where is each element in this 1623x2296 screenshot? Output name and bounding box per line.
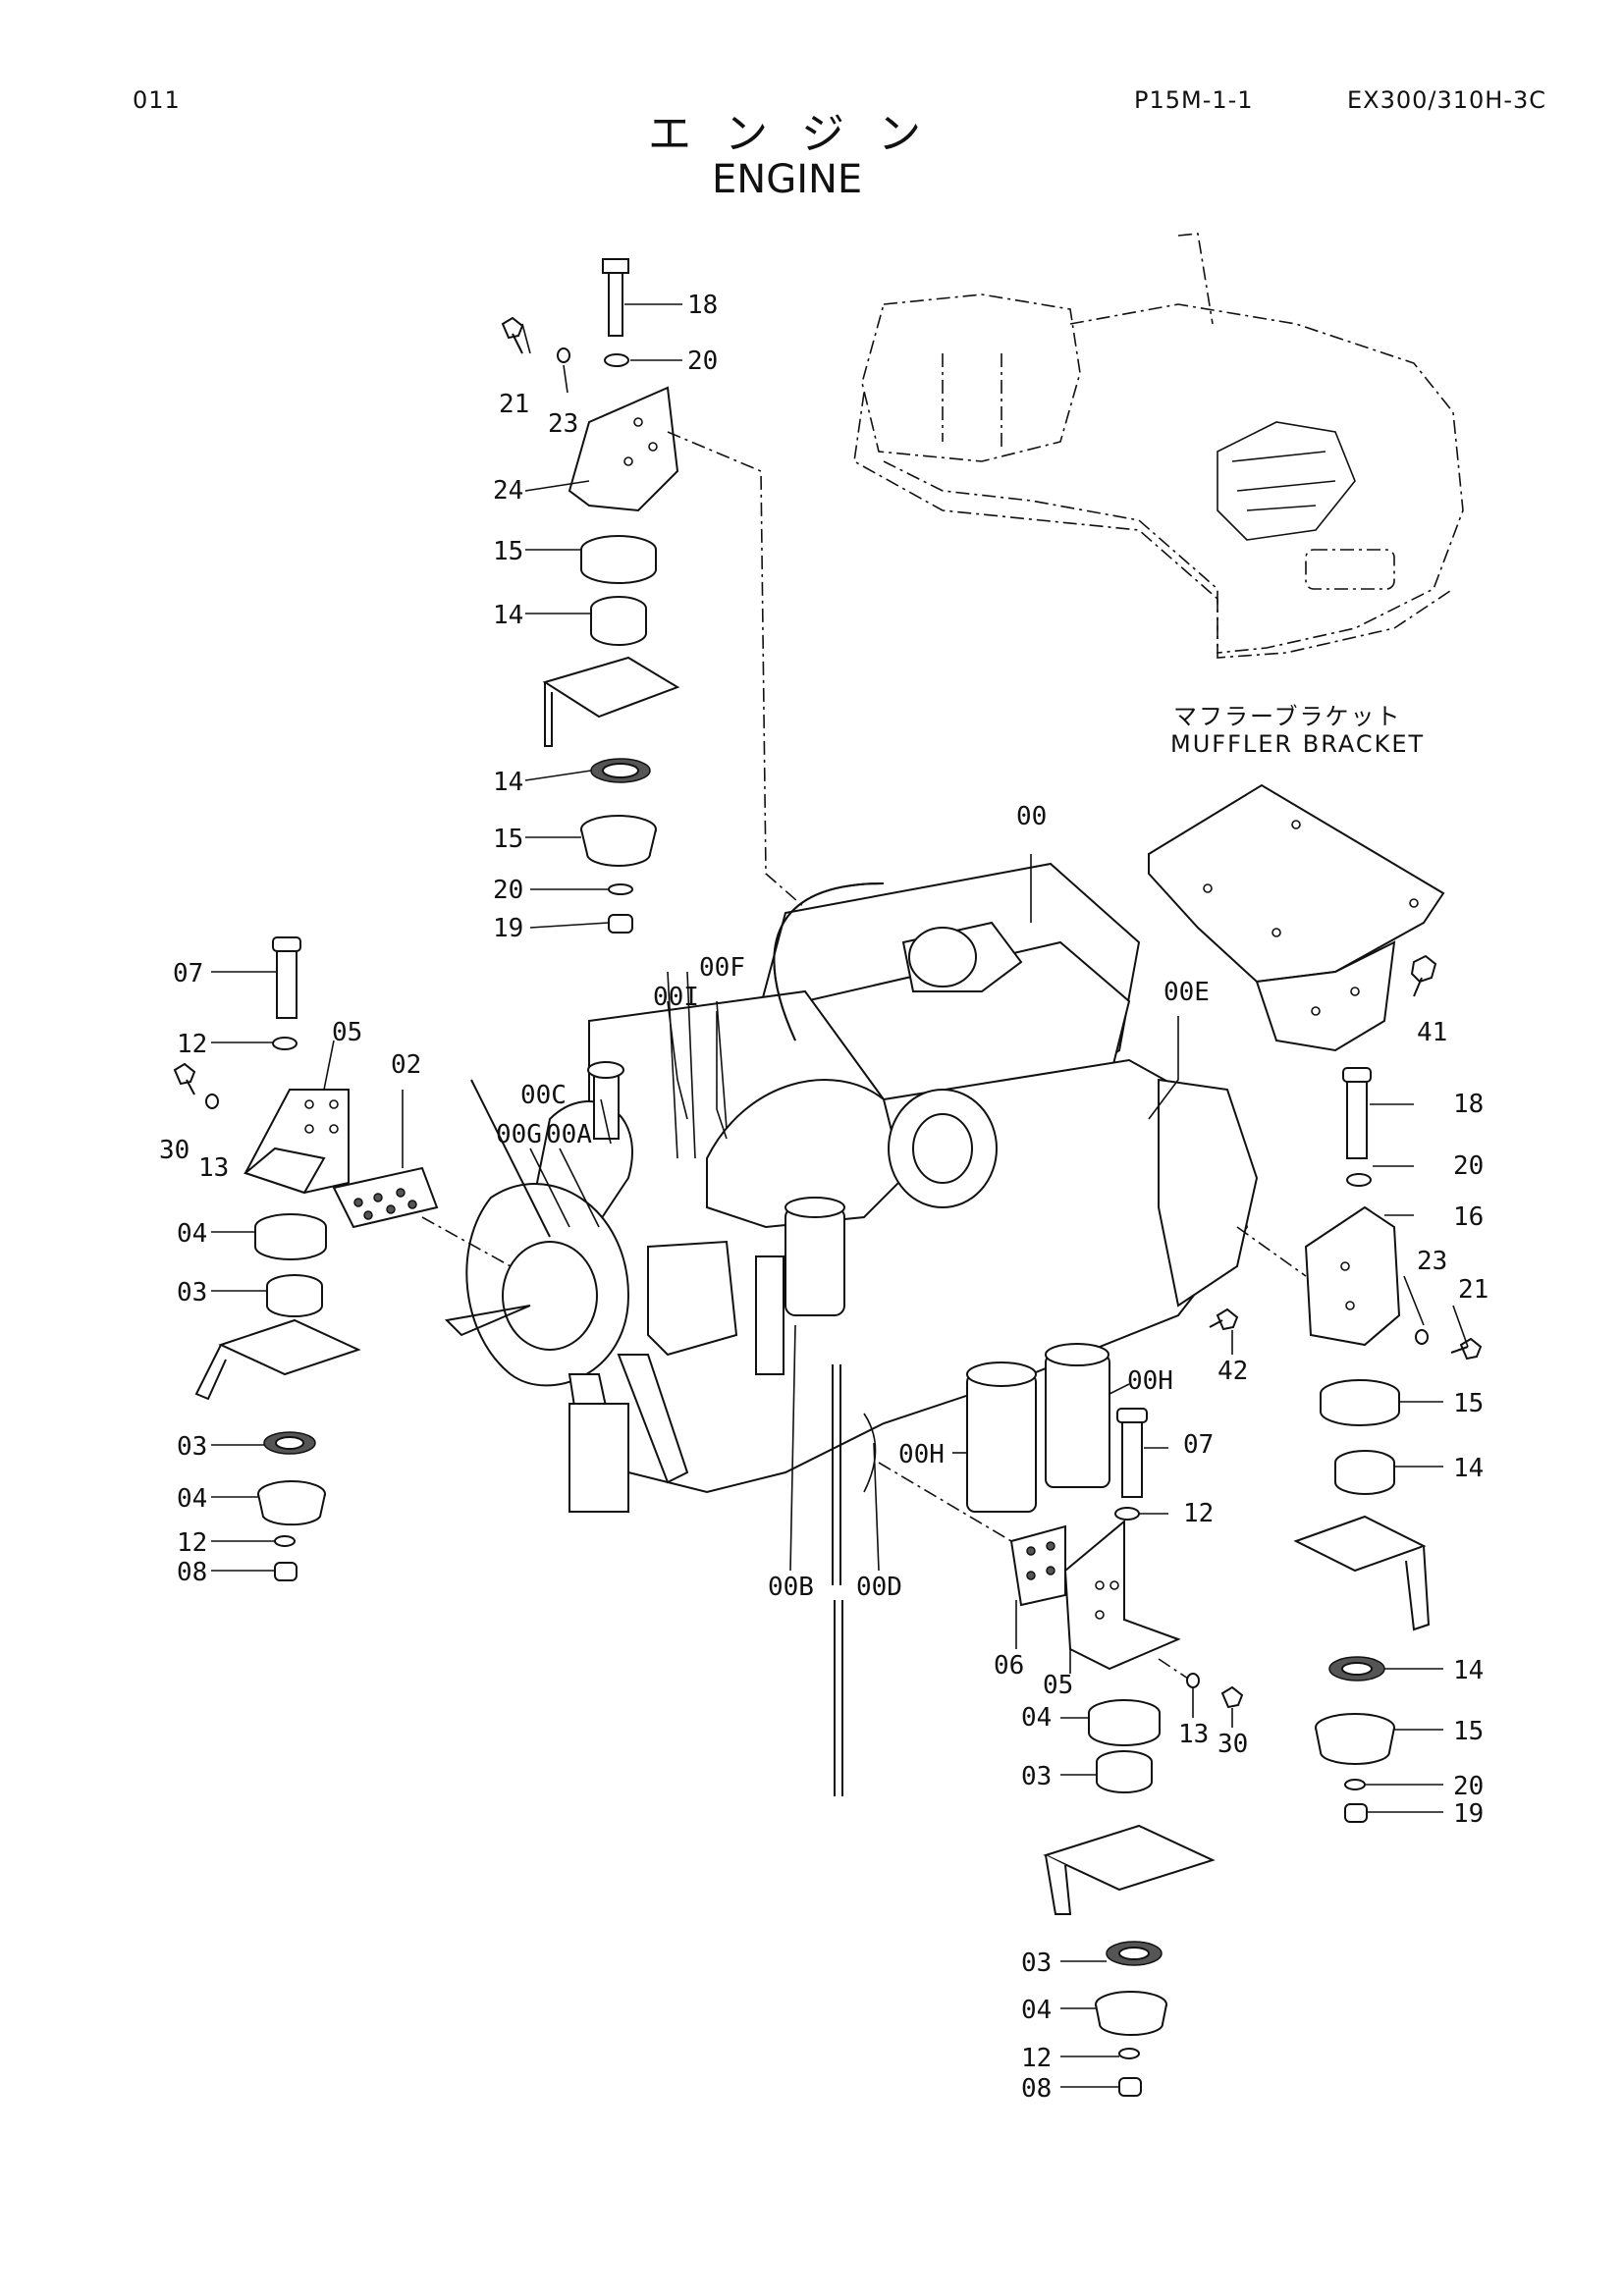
reference-code: P15M-1-1: [1134, 86, 1254, 114]
callout-label: 14: [493, 601, 523, 630]
callout-label: 15: [1453, 1389, 1484, 1418]
callout-label: 14: [1453, 1656, 1484, 1685]
callout-label: 13: [198, 1153, 229, 1183]
callout-label: 21: [1458, 1275, 1488, 1305]
callout-label: 16: [1453, 1202, 1484, 1232]
callout-label: 00D: [856, 1573, 902, 1602]
callout-label: 00H: [898, 1440, 945, 1469]
callout-label: 20: [687, 347, 718, 376]
callout-label: 07: [1183, 1430, 1214, 1460]
callout-label: 00B: [768, 1573, 814, 1602]
callout-label: 15: [493, 825, 523, 854]
callout-label: 03: [177, 1278, 207, 1308]
callout-label: 12: [1021, 2044, 1052, 2073]
model-number: EX300/310H-3C: [1347, 86, 1547, 114]
callout-label: 12: [177, 1030, 207, 1059]
callout-label: 00I: [653, 983, 699, 1012]
mount-left: [173, 936, 439, 1581]
callout-label: 04: [1021, 1996, 1052, 2025]
callout-label: 00F: [699, 953, 745, 983]
callout-label: 12: [1183, 1499, 1214, 1528]
callout-label: 20: [1453, 1772, 1484, 1801]
callout-label: 04: [177, 1219, 207, 1249]
callout-label: 42: [1217, 1357, 1248, 1386]
callout-label: 05: [1043, 1671, 1073, 1700]
callout-label: 00: [1016, 802, 1047, 831]
callout-label: 15: [493, 537, 523, 566]
callout-label: 41: [1417, 1018, 1447, 1047]
callout-label: 00C: [520, 1081, 567, 1110]
callout-label: 21: [499, 390, 529, 419]
callout-label: 00A: [546, 1120, 592, 1149]
callout-label: 20: [1453, 1151, 1484, 1181]
engine-assembly: [444, 862, 1259, 1796]
callout-label: 18: [687, 291, 718, 320]
callout-label: 04: [1021, 1703, 1052, 1733]
callout-label: 18: [1453, 1090, 1484, 1119]
callout-label: 30: [1217, 1730, 1248, 1759]
callout-label: 23: [548, 409, 578, 439]
excavator-outline-illustration: [853, 233, 1464, 659]
callout-label: 14: [1453, 1454, 1484, 1483]
callout-label: 19: [1453, 1799, 1484, 1829]
title-english: ENGINE: [712, 157, 863, 202]
callout-label: 05: [332, 1018, 362, 1047]
callout-label: 12: [177, 1528, 207, 1558]
callout-label: 00E: [1163, 978, 1210, 1007]
mount-top: [501, 258, 680, 934]
callout-label: 04: [177, 1484, 207, 1514]
callout-label: 23: [1417, 1247, 1447, 1276]
page-number: 011: [133, 86, 181, 114]
callout-label: 06: [994, 1651, 1024, 1681]
callout-label: 30: [159, 1136, 189, 1165]
callout-label: 24: [493, 476, 523, 506]
mount-bottom: [1009, 1408, 1244, 2097]
callout-label: 02: [391, 1050, 421, 1080]
callout-label: 15: [1453, 1717, 1484, 1746]
title-japanese: エンジン: [648, 109, 954, 159]
callout-label: 07: [173, 959, 203, 988]
assembly-label-japanese: マフラーブラケット: [1173, 703, 1402, 730]
leader-lines: [211, 303, 1469, 2088]
callout-label: 00H: [1127, 1366, 1173, 1396]
callout-label: 14: [493, 768, 523, 797]
callout-label: 13: [1178, 1720, 1209, 1749]
callout-label: 00G: [496, 1120, 542, 1149]
callout-label: 03: [177, 1432, 207, 1462]
mount-right: [1209, 1067, 1483, 1823]
callout-label: 08: [177, 1558, 207, 1587]
callout-label: 08: [1021, 2074, 1052, 2104]
callout-label: 03: [1021, 1949, 1052, 1978]
assembly-label-english: MUFFLER BRACKET: [1170, 730, 1426, 758]
muffler-bracket: [1148, 783, 1445, 1052]
callout-label: 03: [1021, 1762, 1052, 1791]
callout-labels: 18 20 21 23 24 15 14 14 15 20 19 07 12 0…: [159, 291, 1488, 2104]
callout-label: 20: [493, 876, 523, 905]
callout-label: 19: [493, 914, 523, 943]
